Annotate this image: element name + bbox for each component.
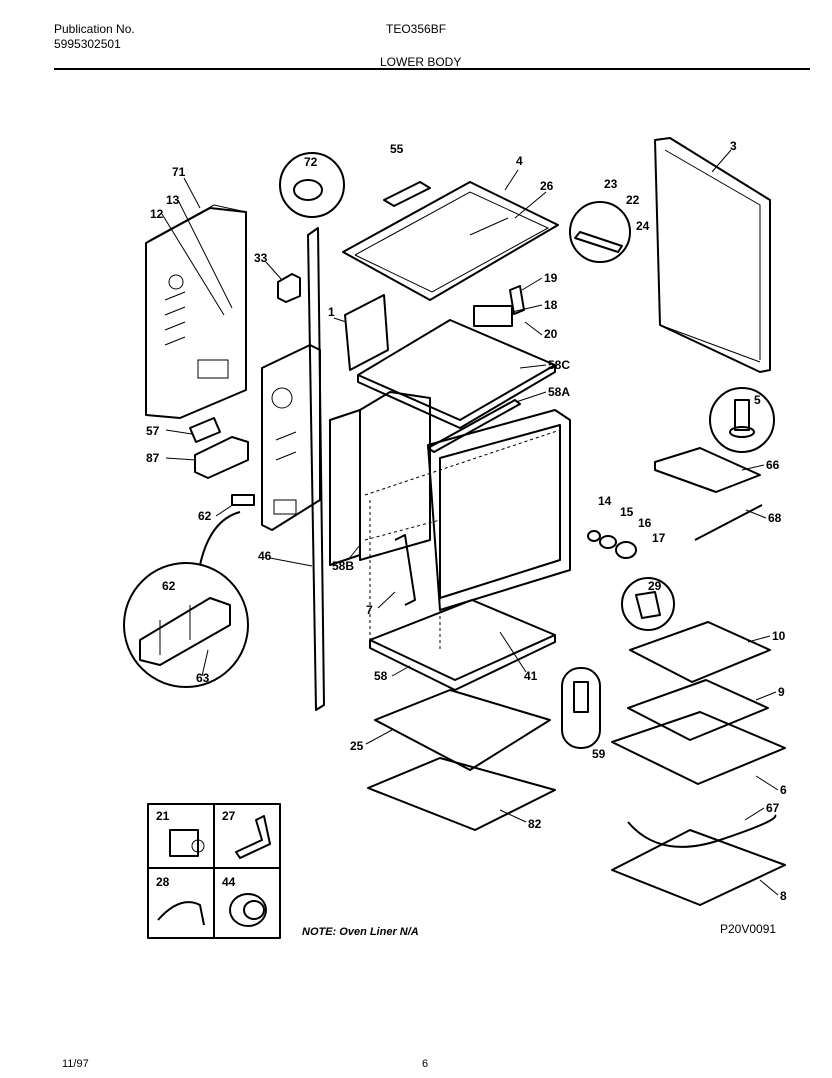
callout-17: 17 <box>652 531 666 545</box>
hardware-box-44: 44 <box>213 867 281 939</box>
callout-labels: 3 4 26 23 22 24 55 72 71 13 12 33 1 19 1… <box>146 139 787 903</box>
section-title: LOWER BODY <box>380 55 462 69</box>
bottom-tray-8 <box>611 829 786 906</box>
side-panel-3 <box>654 137 771 373</box>
callout-71: 71 <box>172 165 186 179</box>
callout-68: 68 <box>768 511 782 525</box>
callout-3: 3 <box>730 139 737 153</box>
callout-72: 72 <box>304 155 318 169</box>
callout-24: 24 <box>636 219 650 233</box>
callout-25: 25 <box>350 739 364 753</box>
callout-87: 87 <box>146 451 160 465</box>
bracket-1 <box>344 294 389 371</box>
header-rule <box>54 68 810 70</box>
publication-number: 5995302501 <box>54 37 121 51</box>
callout-26: 26 <box>540 179 554 193</box>
oven-body <box>329 391 571 650</box>
model-number: TEO356BF <box>386 22 447 36</box>
bracket-55 <box>383 181 431 207</box>
part-16 <box>615 541 637 559</box>
switch-18 <box>473 305 513 327</box>
callout-29: 29 <box>648 579 662 593</box>
callout-58: 58 <box>374 669 388 683</box>
callout-58c: 58C <box>548 358 570 372</box>
callout-22: 22 <box>626 193 640 207</box>
callout-82: 82 <box>528 817 542 831</box>
bracket-19 <box>509 285 525 315</box>
callout-8: 8 <box>780 889 787 903</box>
bottom-panel-58 <box>369 599 556 691</box>
top-cover-4 <box>342 181 559 301</box>
svg-text:28: 28 <box>156 875 170 889</box>
footer-date: 11/97 <box>62 1058 89 1070</box>
callout-5: 5 <box>754 393 761 407</box>
callout-7: 7 <box>366 603 373 617</box>
callout-1: 1 <box>328 305 335 319</box>
callout-57: 57 <box>146 424 160 438</box>
terminal-block-62 <box>231 494 255 506</box>
figure-id: P20V0091 <box>720 922 777 936</box>
callout-14: 14 <box>598 494 612 508</box>
part-15 <box>599 535 617 549</box>
inset-62-63 <box>123 562 249 688</box>
callout-15: 15 <box>620 505 634 519</box>
callout-63: 63 <box>196 671 210 685</box>
callout-6: 6 <box>780 783 787 797</box>
hardware-box-27: 27 <box>213 803 281 869</box>
element-68 <box>694 504 763 541</box>
callout-33: 33 <box>254 251 268 265</box>
insulation-58c <box>357 319 556 429</box>
svg-text:21: 21 <box>156 809 170 823</box>
callout-66: 66 <box>766 458 780 472</box>
inset-72 <box>279 152 345 218</box>
hardware-box-21: 21 <box>147 803 215 869</box>
callout-18: 18 <box>544 298 558 312</box>
callout-9: 9 <box>778 685 785 699</box>
bottom-panel-82 <box>367 757 556 831</box>
inset-59 <box>561 667 601 749</box>
svg-text:27: 27 <box>222 809 236 823</box>
inset-5 <box>709 387 775 453</box>
bake-element-67 <box>627 814 777 848</box>
callout-55: 55 <box>390 142 404 156</box>
inset-22-24 <box>569 201 631 263</box>
callout-16: 16 <box>638 516 652 530</box>
broil-pan-insert-10 <box>629 621 771 683</box>
insulation-58a <box>427 399 521 453</box>
callout-58b: 58B <box>332 559 354 573</box>
callout-20: 20 <box>544 327 558 341</box>
bracket-57 <box>189 417 221 443</box>
side-panel-71 <box>145 204 247 419</box>
callout-58a: 58A <box>548 385 570 399</box>
callout-12: 12 <box>150 207 164 221</box>
callout-62-inset: 62 <box>162 579 176 593</box>
publication-label: Publication No. <box>54 22 135 36</box>
callout-41: 41 <box>524 669 538 683</box>
note: NOTE: Oven Liner N/A <box>302 926 419 938</box>
oven-rack-6 <box>611 711 786 785</box>
page-number: 6 <box>422 1058 429 1070</box>
bottom-panel-25 <box>374 689 551 771</box>
trim-strip-46 <box>307 227 325 711</box>
bracket-33 <box>277 273 301 303</box>
callout-10: 10 <box>772 629 786 643</box>
broil-pan-9 <box>627 679 769 741</box>
inset-29 <box>621 577 675 631</box>
callout-46: 46 <box>258 549 272 563</box>
hardware-box-28: 28 <box>147 867 215 939</box>
callout-23: 23 <box>604 177 618 191</box>
callout-59: 59 <box>592 747 606 761</box>
callout-62-top: 62 <box>198 509 212 523</box>
callout-67: 67 <box>766 801 780 815</box>
leader-lines <box>161 149 779 896</box>
svg-text:44: 44 <box>222 875 236 889</box>
element-66 <box>654 447 761 493</box>
callout-19: 19 <box>544 271 558 285</box>
callout-13: 13 <box>166 193 180 207</box>
part-14 <box>587 530 601 542</box>
callout-4: 4 <box>516 154 523 168</box>
cover-87 <box>194 436 249 479</box>
arrow <box>199 511 241 566</box>
